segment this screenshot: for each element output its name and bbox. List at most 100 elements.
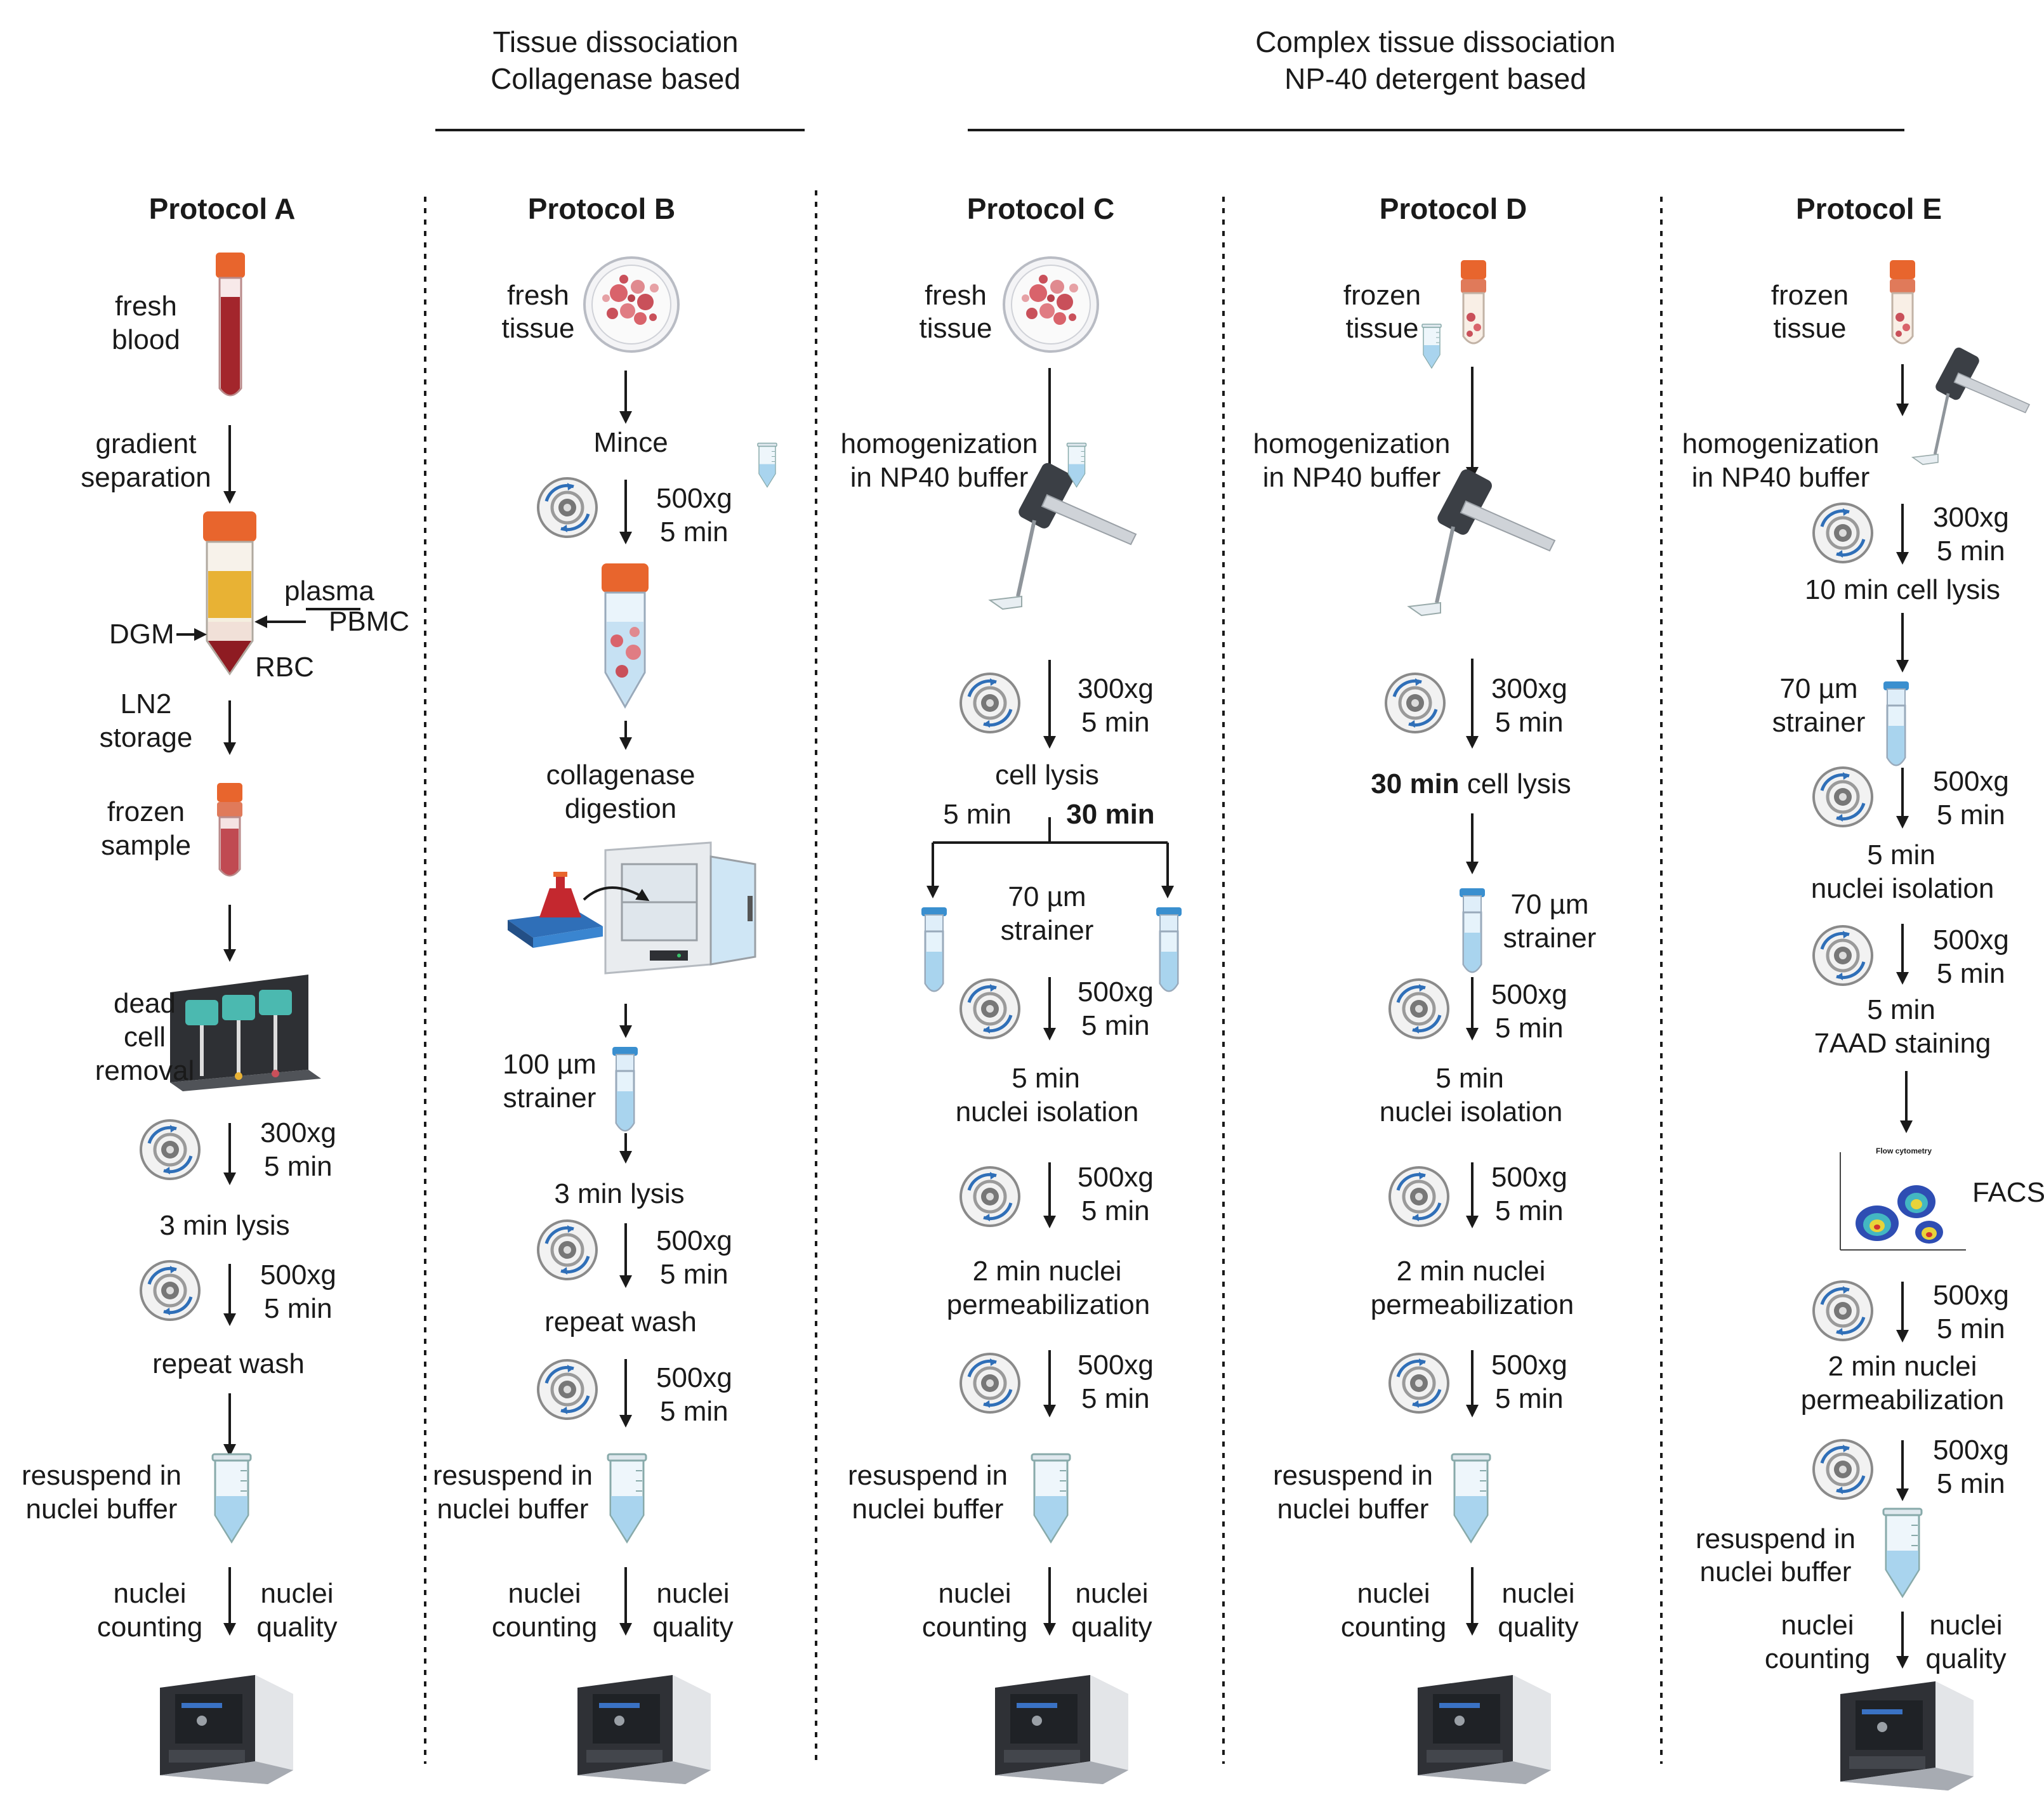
c-strainer-tube-right-icon (1155, 906, 1183, 992)
tissue-tube-icon (602, 563, 649, 709)
b-digest-line1: collagenase (546, 759, 696, 791)
c-option-long: 30 min (1066, 799, 1154, 830)
e-strainer-line1: 70 µm (1779, 673, 1857, 704)
frozen-sample-tube-icon (217, 783, 242, 877)
right-header-line2: NP-40 detergent based (1284, 62, 1586, 95)
a-lysis-label: 3 min lysis (159, 1210, 289, 1241)
protocol-a-title: Protocol A (149, 192, 296, 225)
a-resuspend-line2: nuclei buffer (26, 1494, 178, 1525)
d-centrifuge-icon-3 (1390, 1167, 1448, 1226)
d-homog-line1: homogenization (1253, 428, 1451, 459)
c-centrifuge-icon-2 (961, 980, 1019, 1038)
c-spin1-line2: 5 min (1081, 707, 1150, 738)
a-nuclei-buffer-tube-icon (211, 1453, 252, 1543)
e-spin2-line1: 500xg (1933, 766, 2009, 797)
b-transfer-arrow (583, 886, 650, 902)
a-dgm-label: DGM (109, 619, 175, 650)
e-spin3-line1: 500xg (1933, 924, 2009, 956)
e-spin2-line2: 5 min (1937, 799, 2005, 831)
d-centrifuge-icon-1 (1386, 674, 1444, 732)
b-petri-dish-icon (583, 256, 680, 353)
a-spin1-line2: 5 min (264, 1151, 333, 1182)
d-centrifuge-icon-4 (1390, 1354, 1448, 1412)
b-spin2-line2: 5 min (660, 1259, 729, 1290)
e-centrifuge-icon-1 (1814, 504, 1872, 562)
blood-tube-icon (216, 253, 245, 397)
b-strainer-tube-icon (611, 1046, 639, 1132)
b-count-line2: counting (492, 1612, 597, 1643)
c-centrifuge-icon-4 (961, 1354, 1019, 1412)
b-resuspend-line1: resuspend in (433, 1460, 593, 1491)
c-spin1-line1: 300xg (1078, 673, 1154, 704)
d-strainer-tube-icon (1458, 887, 1486, 973)
d-frozen-tissue-tube-icon (1461, 260, 1486, 345)
e-strainer-line2: strainer (1772, 707, 1866, 738)
c-homogenization-tube-icon (757, 442, 777, 488)
a-frozen-line2: sample (101, 830, 191, 861)
d-lysis-duration: 30 min (1371, 768, 1459, 799)
d-spin1-line2: 5 min (1495, 707, 1564, 738)
protocol-b-title: Protocol B (528, 192, 676, 225)
c-spin2-line1: 500xg (1078, 976, 1154, 1008)
a-rbc-label: RBC (255, 652, 314, 683)
a-step1-line2: separation (81, 462, 211, 493)
c-count-line2: counting (922, 1612, 1027, 1643)
e-sequencer-icon (1840, 1681, 1974, 1790)
flow-cytometry-plot: Flow cytometry (1828, 1146, 1967, 1256)
gradient-tube-icon (203, 511, 256, 676)
c-spin3-line2: 5 min (1081, 1195, 1150, 1226)
e-perm-line1: 2 min nuclei (1828, 1351, 1977, 1382)
c-quality-line2: quality (1071, 1612, 1152, 1643)
e-spin3-line2: 5 min (1937, 958, 2005, 989)
a-plasma-label: plasma (284, 575, 374, 607)
a-centrifuge-icon-1 (141, 1120, 199, 1179)
protocol-c-title: Protocol C (967, 192, 1115, 225)
e-stain-line1: 5 min (1867, 994, 1935, 1025)
b-mince-label: Mince (593, 427, 668, 458)
protocol-b-column: fresh tissue Mince 500xg 5 min collagena… (433, 256, 756, 1784)
d-isolation-line2: nuclei isolation (1380, 1096, 1563, 1127)
b-spin1-line2: 5 min (660, 516, 729, 548)
b-quality-line2: quality (652, 1612, 733, 1643)
a-centrifuge-icon-2 (141, 1261, 199, 1320)
e-centrifuge-icon-4 (1814, 1282, 1872, 1340)
a-sample-line1: fresh (115, 291, 177, 322)
c-perm-line1: 2 min nuclei (973, 1256, 1122, 1287)
b-strainer-line1: 100 µm (503, 1049, 597, 1080)
e-spin1-line2: 5 min (1937, 535, 2005, 567)
protocol-e-title: Protocol E (1796, 192, 1942, 225)
d-strainer-line1: 70 µm (1510, 889, 1588, 920)
a-wash-label: repeat wash (152, 1348, 305, 1379)
b-centrifuge-icon-2 (538, 1221, 597, 1279)
d-quality-line1: nuclei (1502, 1578, 1575, 1609)
c-strainer-tube-left-icon (920, 906, 948, 992)
e-spin4-line1: 500xg (1933, 1280, 2009, 1311)
d-nuclei-buffer-tube-icon (1451, 1453, 1491, 1543)
c-homog-line1: homogenization (841, 428, 1038, 459)
facs-plot-title: Flow cytometry (1876, 1146, 1932, 1155)
d-quality-line2: quality (1498, 1612, 1578, 1643)
protocol-e-column: frozen tissue homogenization in NP40 buf… (1421, 260, 2044, 1790)
e-nuclei-buffer-tube-icon (1882, 1508, 1923, 1598)
a-spin2-line1: 500xg (260, 1259, 336, 1291)
a-step2-line2: storage (100, 722, 193, 753)
a-resuspend-line1: resuspend in (22, 1460, 181, 1491)
b-sample-line2: tissue (502, 313, 575, 344)
a-sample-line2: blood (112, 324, 180, 355)
b-lysis-label: 3 min lysis (554, 1178, 684, 1209)
c-resuspend-line1: resuspend in (848, 1460, 1008, 1491)
d-count-line1: nuclei (1357, 1578, 1430, 1609)
c-lysis-label: cell lysis (995, 759, 1099, 791)
e-facs-label: FACS (1972, 1177, 2044, 1208)
a-pbmc-label: PBMC (329, 606, 409, 637)
e-stain-line2: 7AAD staining (1814, 1028, 1991, 1059)
c-sequencer-icon (995, 1675, 1128, 1784)
d-resuspend-line2: nuclei buffer (1277, 1494, 1429, 1525)
e-homog-line1: homogenization (1682, 428, 1880, 459)
e-homogenization-tube-icon (1421, 324, 1442, 369)
e-sample-line2: tissue (1774, 313, 1847, 344)
c-nuclei-buffer-tube-icon (1031, 1453, 1071, 1543)
e-resuspend-line2: nuclei buffer (1700, 1556, 1852, 1587)
c-spin4-line1: 500xg (1078, 1350, 1154, 1381)
e-quality-line1: nuclei (1930, 1610, 2003, 1641)
